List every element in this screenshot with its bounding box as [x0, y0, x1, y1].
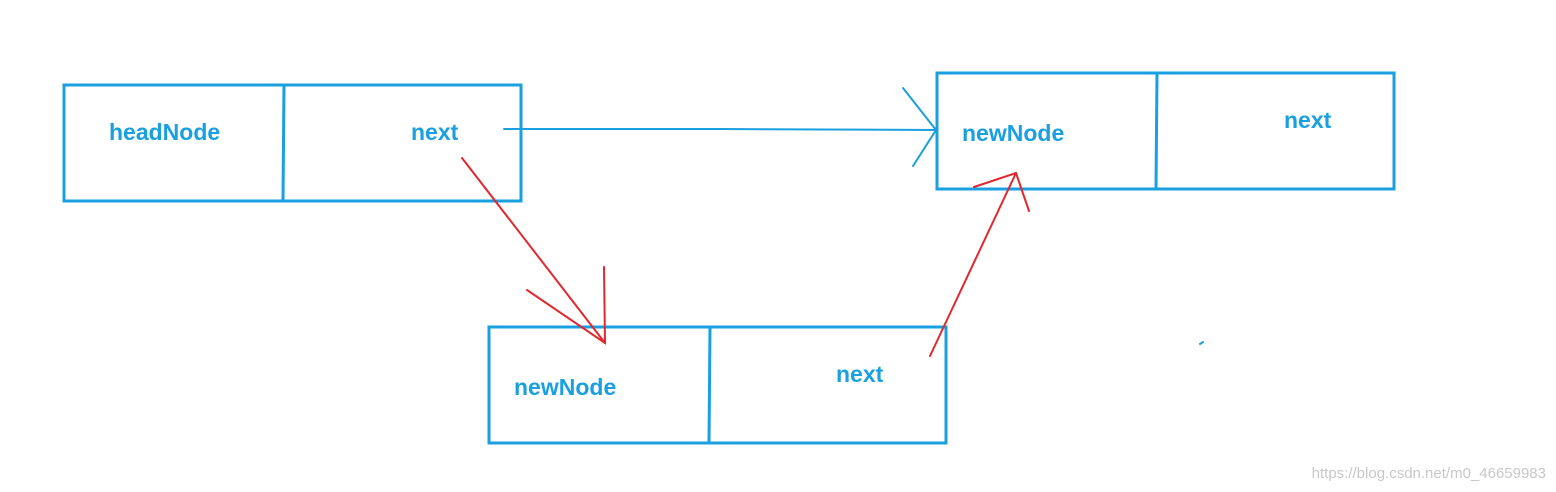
old-link-arrowhead [902, 87, 938, 167]
red-link-head-to-bottom-line [461, 157, 606, 344]
new-node-bottom: newNode next [487, 325, 948, 445]
head-node: headNode next [62, 83, 523, 203]
new-node-bottom-divider [707, 326, 712, 444]
head-node-box [62, 83, 523, 203]
old-link-arrow [503, 87, 938, 167]
red-link-head-to-bottom-arrowhead [526, 266, 607, 345]
red-link-head-to-bottom-arrow [461, 157, 607, 345]
stray-mark [1199, 341, 1204, 345]
new-node-top-box [935, 71, 1396, 191]
red-link-bottom-to-top-line [929, 172, 1017, 357]
new-node-bottom-data-label: newNode [514, 374, 616, 400]
new-node-top: newNode next [935, 71, 1396, 191]
new-node-top-divider [1154, 72, 1159, 190]
new-node-bottom-box [487, 325, 948, 445]
head-node-divider [281, 84, 286, 202]
old-link-line [503, 128, 937, 131]
watermark: https://blog.csdn.net/m0_46659983 [1311, 465, 1546, 482]
red-link-bottom-to-top-arrowhead [973, 171, 1030, 212]
head-node-next-label: next [411, 119, 459, 145]
new-node-top-next-label: next [1284, 107, 1332, 133]
new-node-top-data-label: newNode [962, 120, 1064, 146]
red-link-bottom-to-top-arrow [929, 171, 1030, 357]
head-node-data-label: headNode [109, 119, 220, 145]
new-node-bottom-next-label: next [836, 361, 884, 387]
